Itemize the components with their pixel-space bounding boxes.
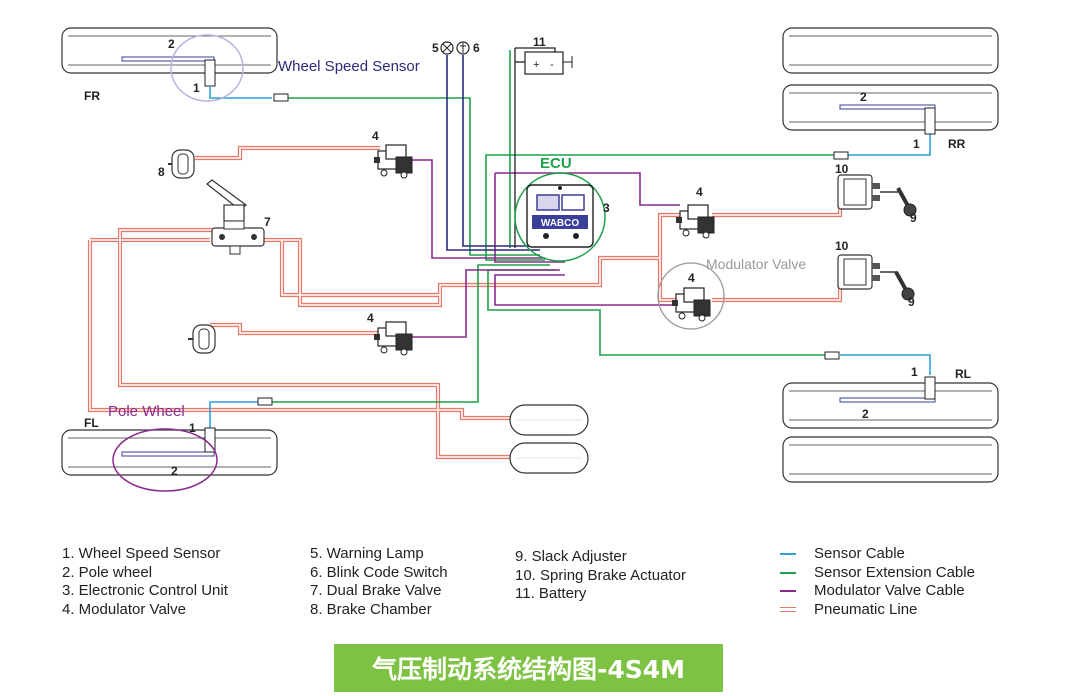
legend-line-label: Modulator Valve Cable (814, 582, 965, 599)
legend-item: 11. Battery (515, 585, 587, 602)
legend-line-label: Pneumatic Line (814, 600, 918, 618)
callout-4-fl: 4 (367, 311, 374, 325)
sensor-cable-swatch (780, 553, 796, 556)
callout-2-rl: 2 (862, 407, 869, 421)
brake-chamber-rear-left (188, 324, 216, 354)
legend-line-types: Sensor Cable Sensor Extension Cable Modu… (780, 545, 975, 619)
legend-item: 7. Dual Brake Valve (310, 582, 442, 599)
legend-sensor-extension-cable: Sensor Extension Cable (780, 564, 975, 583)
diagram-caption: 气压制动系统结构图-4S4M (334, 644, 723, 692)
air-tank-1 (509, 404, 589, 436)
battery-minus-sign: - (550, 59, 554, 71)
legend-item: 2. Pole wheel (62, 563, 153, 581)
callout-9-rl: 9 (908, 295, 915, 309)
callout-10-rl: 10 (835, 239, 849, 253)
legend-item: 10. Spring Brake Actuator (515, 566, 686, 584)
cable-connectors (257, 93, 849, 406)
callout-2-fl: 2 (171, 464, 178, 478)
sensor-highlight-ring (170, 34, 244, 102)
rr-label: RR (948, 137, 966, 151)
legend-item: 4. Modulator Valve (62, 600, 186, 618)
callout-11: 11 (533, 35, 546, 49)
modulator-valve-rl (671, 287, 711, 322)
wheel-rr (782, 84, 999, 135)
pole-wheel-label: Pole Wheel (108, 403, 185, 420)
callout-2-fr: 2 (168, 37, 175, 51)
legend-item: 3. Electronic Control Unit (62, 582, 228, 599)
callout-3: 3 (603, 201, 610, 215)
callout-1-fr: 1 (193, 81, 200, 95)
callout-1-rl: 1 (911, 365, 918, 379)
dual-brake-valve (206, 179, 265, 255)
callout-5: 5 (432, 41, 439, 55)
callout-10-rr: 10 (835, 162, 849, 176)
ecu-highlight-ring (514, 172, 606, 262)
callout-9-rr: 9 (910, 211, 917, 225)
callout-4-rl: 4 (688, 271, 695, 285)
ecu-brand-label: WABCO (541, 218, 580, 229)
rl-label: RL (955, 367, 971, 381)
legend-item: 5. Warning Lamp (310, 545, 424, 562)
legend-item: 1. Wheel Speed Sensor (62, 545, 221, 562)
ecu-unit: WABCO (526, 184, 594, 248)
wheel-rl (782, 376, 999, 429)
fl-label: FL (84, 416, 99, 430)
modulator-valve-cable-swatch (780, 590, 796, 593)
pneumatic-line-swatch (780, 607, 796, 613)
legend-item: 9. Slack Adjuster (515, 548, 627, 565)
ecu-label: ECU (540, 155, 572, 172)
modulator-valve-fl (373, 321, 413, 356)
callout-8: 8 (158, 165, 165, 179)
spring-brake-actuator-rl (837, 254, 899, 290)
warning-lamp-icon (440, 41, 454, 55)
sensor-extension-cables (272, 50, 846, 403)
callout-2-rr: 2 (860, 90, 867, 104)
pneumatic-lines-inner (89, 147, 841, 458)
callout-6: 6 (473, 41, 480, 55)
callout-4-rr: 4 (696, 185, 703, 199)
fr-label: FR (84, 89, 100, 103)
modulator-valve-label: Modulator Valve (706, 256, 806, 272)
legend-item: 6. Blink Code Switch (310, 563, 448, 581)
wheel-fr (61, 27, 278, 87)
callout-4-fr: 4 (372, 129, 379, 143)
legend-components-col3: 9. Slack Adjuster 10. Spring Brake Actua… (515, 548, 686, 604)
spring-brake-actuator-rr (837, 174, 899, 210)
legend-modulator-valve-cable: Modulator Valve Cable (780, 582, 975, 601)
callout-1-fl: 1 (189, 421, 196, 435)
callout-7: 7 (264, 215, 271, 229)
battery-plus-sign: + (533, 59, 539, 71)
sensor-extension-cable-swatch (780, 571, 796, 574)
wheel-rr-top (782, 27, 999, 74)
legend-sensor-cable: Sensor Cable (780, 545, 975, 564)
wheel-fl (61, 427, 278, 476)
pole-wheel-highlight-ring (112, 428, 218, 492)
battery: + - (524, 51, 573, 75)
legend-line-label: Sensor Cable (814, 545, 905, 562)
blink-code-switch-icon (456, 41, 470, 55)
callout-1-rr: 1 (913, 137, 920, 151)
legend-pneumatic-line: Pneumatic Line (780, 601, 975, 620)
abs-system-diagram: WABCO (61, 27, 999, 492)
sensor-cables (209, 87, 931, 430)
modulator-highlight-ring (657, 262, 725, 330)
lamp-switch-wires (446, 55, 545, 251)
legend-components-col1: 1. Wheel Speed Sensor 2. Pole wheel 3. E… (62, 545, 228, 619)
legend-line-label: Sensor Extension Cable (814, 563, 975, 581)
wheel-rl-bottom (782, 436, 999, 483)
brake-chamber-front (168, 149, 195, 179)
legend-item: 8. Brake Chamber (310, 600, 432, 618)
air-tank-2 (509, 442, 589, 474)
wheel-speed-sensor-label: Wheel Speed Sensor (278, 58, 420, 75)
modulator-valve-rr (675, 204, 715, 239)
legend-components-col2: 5. Warning Lamp 6. Blink Code Switch 7. … (310, 545, 448, 619)
